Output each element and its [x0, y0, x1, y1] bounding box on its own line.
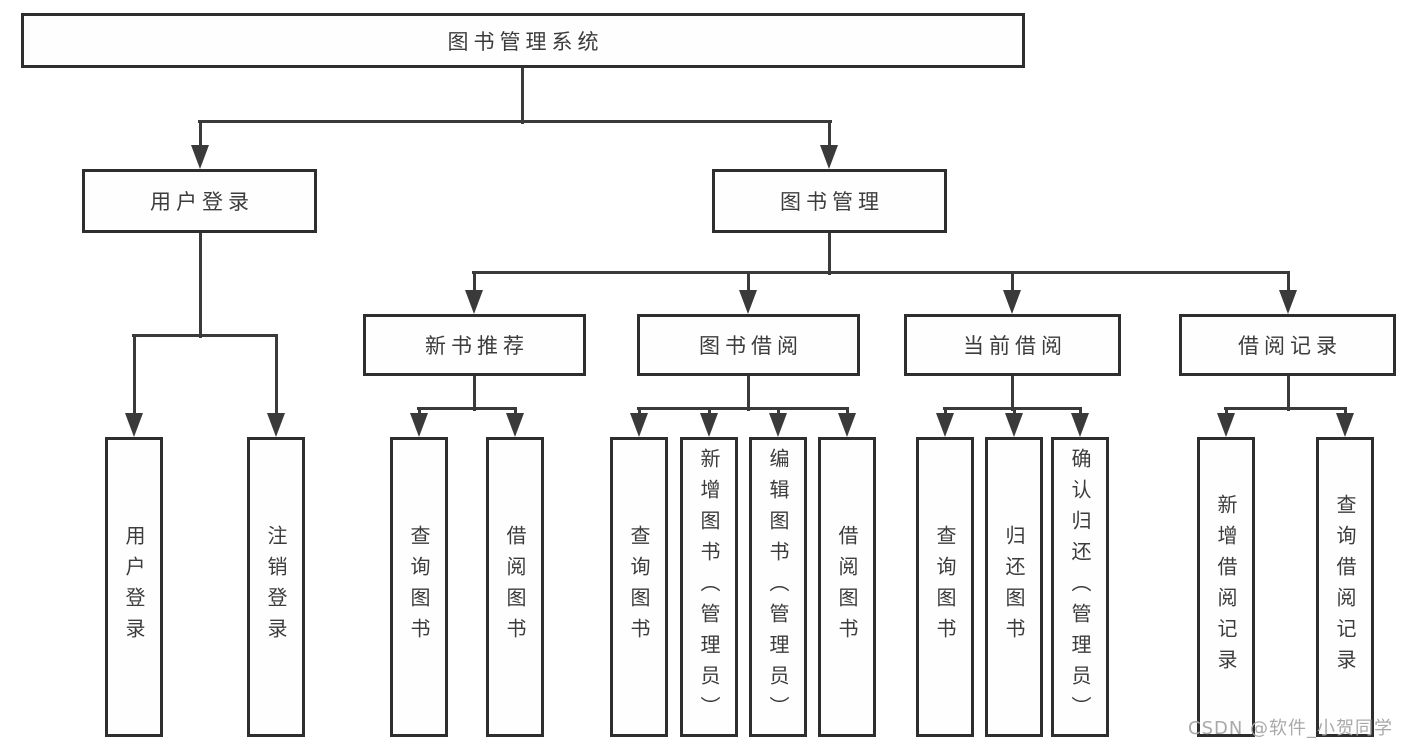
connector-stem — [1010, 272, 1014, 294]
connector-stem — [845, 408, 849, 417]
leaf-label: 归还图书 — [1002, 525, 1026, 649]
node-new-book-recommendation: 新书推荐 — [363, 314, 586, 376]
node-current-borrowing: 当前借阅 — [904, 314, 1121, 376]
arrowhead-down-icon — [936, 413, 954, 437]
connector-stem — [827, 121, 831, 149]
leaf-label: 查询图书 — [407, 525, 431, 649]
leaf-borrow-books-recommend: 借阅图书 — [486, 437, 544, 737]
leaf-label: 新增图书（管理员） — [697, 447, 721, 727]
connector-stem — [1078, 408, 1082, 417]
arrowhead-down-icon — [267, 413, 285, 437]
arrowhead-down-icon — [1003, 290, 1021, 314]
arrowhead-down-icon — [820, 145, 838, 169]
connector-vline — [1286, 374, 1290, 411]
node-borrowing-records: 借阅记录 — [1179, 314, 1396, 376]
leaf-confirm-return-admin: 确认归还（管理员） — [1051, 437, 1109, 737]
node-user-login: 用户登录 — [82, 169, 317, 233]
leaf-query-books-current: 查询图书 — [916, 437, 974, 737]
arrowhead-down-icon — [630, 413, 648, 437]
leaf-label: 借阅图书 — [503, 525, 527, 649]
connector-stem — [132, 335, 136, 417]
arrowhead-down-icon — [1071, 413, 1089, 437]
connector-stem — [417, 408, 421, 417]
connector-stem — [1224, 408, 1228, 417]
connector-stem — [746, 272, 750, 294]
leaf-query-borrow-record: 查询借阅记录 — [1316, 437, 1374, 737]
leaf-add-books-admin: 新增图书（管理员） — [680, 437, 738, 737]
arrowhead-down-icon — [838, 413, 856, 437]
leaf-edit-books-admin: 编辑图书（管理员） — [749, 437, 807, 737]
connector-stem — [472, 272, 476, 294]
arrowhead-down-icon — [125, 413, 143, 437]
connector-stem — [637, 408, 641, 417]
leaf-label: 查询借阅记录 — [1333, 494, 1357, 680]
arrowhead-down-icon — [700, 413, 718, 437]
connector-stem — [776, 408, 780, 417]
connector-stem — [1012, 408, 1016, 417]
connector-hline — [637, 406, 849, 410]
connector-stem — [707, 408, 711, 417]
connector-hline — [472, 270, 1290, 274]
connector-stem — [513, 408, 517, 417]
connector-hline — [1224, 406, 1347, 410]
connector-vline — [1010, 374, 1014, 411]
leaf-label: 借阅图书 — [835, 525, 859, 649]
leaf-user-login: 用户登录 — [105, 437, 163, 737]
connector-hline — [132, 333, 278, 337]
leaf-label: 查询图书 — [933, 525, 957, 649]
connector-vline — [827, 231, 831, 275]
leaf-logout: 注销登录 — [247, 437, 305, 737]
connector-vline — [746, 374, 750, 411]
arrowhead-down-icon — [410, 413, 428, 437]
connector-stem — [1343, 408, 1347, 417]
connector-vline — [198, 231, 202, 338]
node-book-management: 图书管理 — [712, 169, 947, 233]
connector-stem — [198, 121, 202, 149]
connector-hline — [417, 406, 517, 410]
arrowhead-down-icon — [1336, 413, 1354, 437]
connector-hline — [198, 119, 832, 123]
node-book-borrowing: 图书借阅 — [637, 314, 860, 376]
leaf-return-books: 归还图书 — [985, 437, 1043, 737]
watermark: CSDN @软件_小贺同学 — [1188, 718, 1394, 739]
arrowhead-down-icon — [1005, 413, 1023, 437]
connector-stem — [1286, 272, 1290, 294]
arrowhead-down-icon — [465, 290, 483, 314]
leaf-label: 注销登录 — [264, 525, 288, 649]
arrowhead-down-icon — [1217, 413, 1235, 437]
arrowhead-down-icon — [191, 145, 209, 169]
connector-vline — [520, 68, 524, 124]
leaf-add-borrow-record: 新增借阅记录 — [1197, 437, 1255, 737]
arrowhead-down-icon — [739, 290, 757, 314]
connector-vline — [472, 374, 476, 411]
leaf-borrow-books-borrowing: 借阅图书 — [818, 437, 876, 737]
leaf-label: 编辑图书（管理员） — [766, 447, 790, 727]
arrowhead-down-icon — [1279, 290, 1297, 314]
arrowhead-down-icon — [769, 413, 787, 437]
arrowhead-down-icon — [506, 413, 524, 437]
connector-stem — [274, 335, 278, 417]
leaf-query-books-borrowing: 查询图书 — [610, 437, 668, 737]
leaf-label: 查询图书 — [627, 525, 651, 649]
leaf-label: 确认归还（管理员） — [1068, 447, 1092, 727]
leaf-query-books-recommend: 查询图书 — [390, 437, 448, 737]
connector-stem — [943, 408, 947, 417]
node-library-system: 图书管理系统 — [21, 13, 1025, 68]
leaf-label: 新增借阅记录 — [1214, 494, 1238, 680]
leaf-label: 用户登录 — [122, 525, 146, 649]
